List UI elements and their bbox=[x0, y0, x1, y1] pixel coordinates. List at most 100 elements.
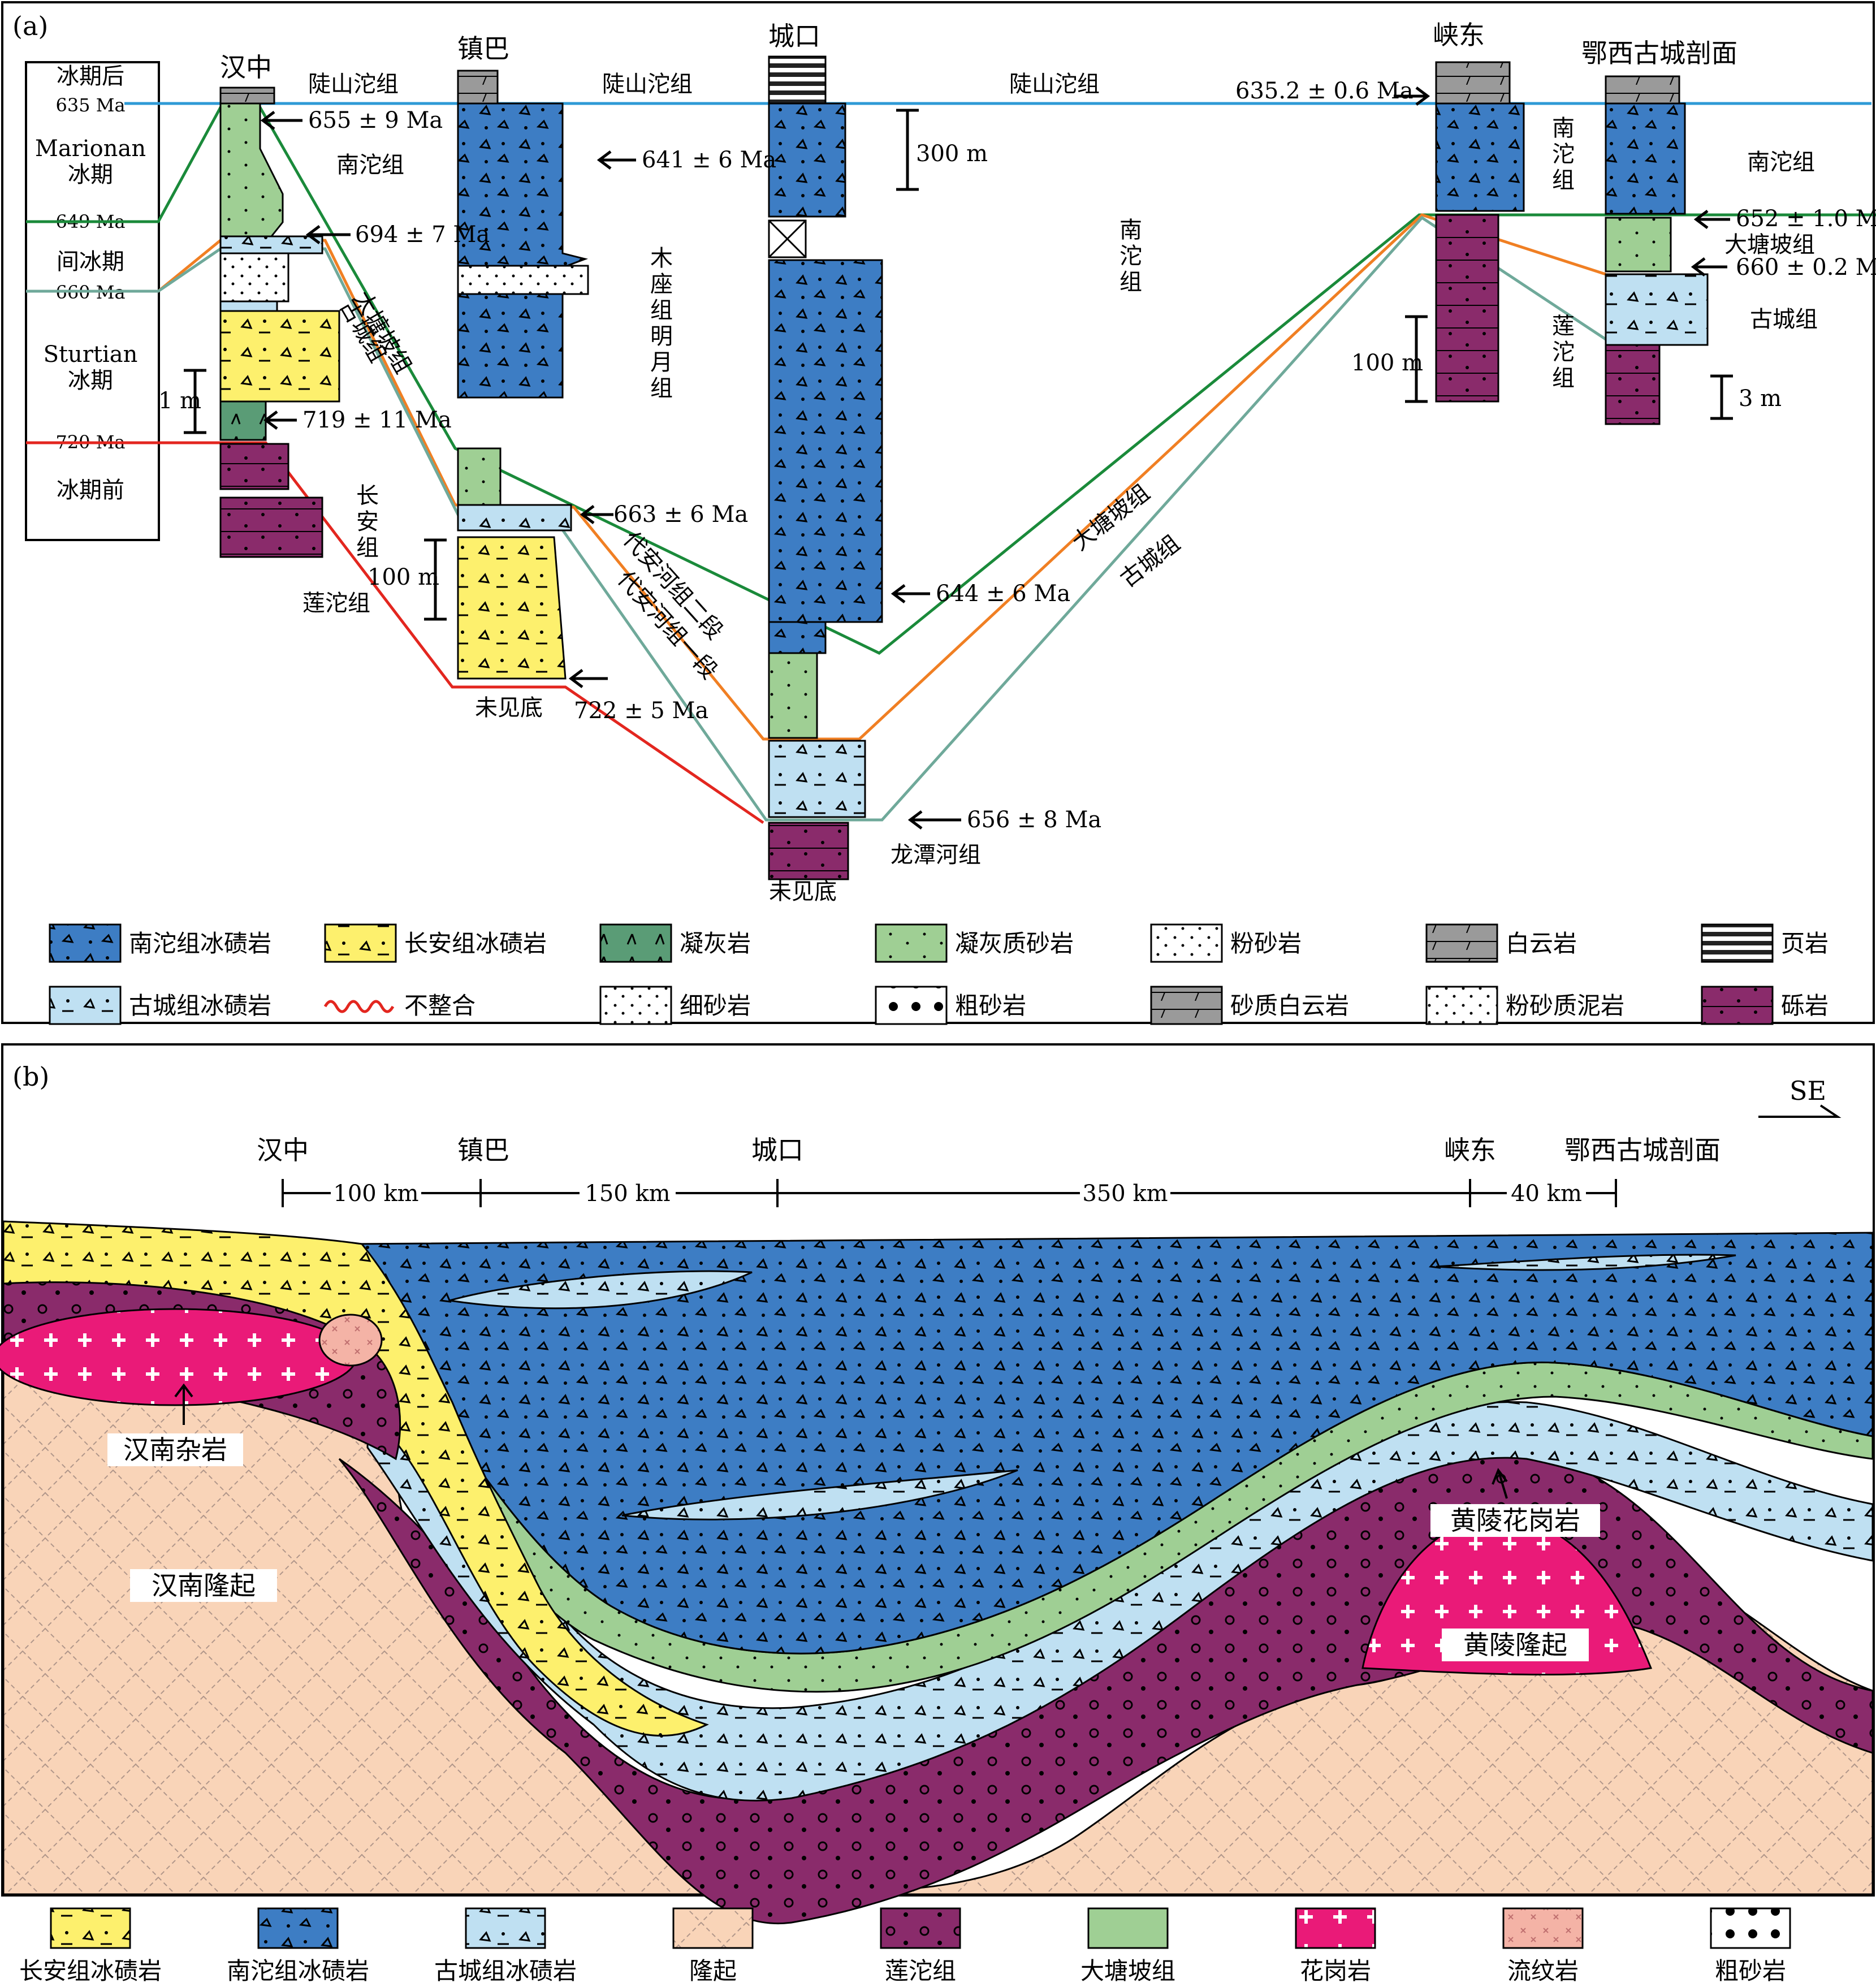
gucheng-lens-3 bbox=[1436, 1254, 1736, 1271]
ck-longtanhe bbox=[768, 822, 849, 880]
xd-doushantuo bbox=[1435, 61, 1511, 105]
arrow-694 bbox=[305, 225, 351, 244]
ck-gucheng bbox=[768, 740, 866, 818]
section-zhenba: 镇巴 bbox=[457, 33, 509, 64]
legend-b-swatch bbox=[50, 1907, 131, 1949]
ck-gap-cross bbox=[768, 219, 807, 258]
legend-b-swatch bbox=[1295, 1907, 1376, 1949]
column-xiadong bbox=[1435, 61, 1525, 403]
loc-hanzhong: 汉中 bbox=[257, 1135, 309, 1165]
label-hannan-complex: 汉南杂岩 bbox=[123, 1435, 227, 1465]
label-changan: 长安组 bbox=[356, 483, 379, 561]
nantuo-base-line bbox=[26, 106, 1876, 655]
cross-section bbox=[0, 1220, 1874, 1925]
age-652: 652 ± 1.0 Ma bbox=[1736, 206, 1876, 232]
scale-1m-bar bbox=[184, 369, 206, 434]
legend-a-item: 白云岩 bbox=[1425, 923, 1577, 963]
ck-nantuo-1 bbox=[768, 102, 846, 218]
zb-changan bbox=[457, 536, 567, 680]
zb-gucheng bbox=[457, 504, 572, 532]
column-hanzhong bbox=[219, 87, 340, 558]
legend-a-item: 凝灰质砂岩 bbox=[875, 923, 1074, 963]
xd-liantuo bbox=[1435, 214, 1499, 403]
legend-a-label: 砂质白云岩 bbox=[1230, 992, 1349, 1020]
legend-a-label: 页岩 bbox=[1781, 930, 1829, 957]
legend-b-label: 长安组冰碛岩 bbox=[19, 1957, 162, 1985]
timescale-box bbox=[25, 61, 160, 541]
loc-xiadong: 峡东 bbox=[1444, 1135, 1496, 1165]
section-hanzhong: 汉中 bbox=[220, 52, 272, 83]
legend-a-swatch bbox=[49, 986, 122, 1025]
legend-a-item: 粉砂质泥岩 bbox=[1425, 986, 1624, 1025]
legend-b-item: 莲沱组 bbox=[880, 1907, 961, 1985]
section-chengkou: 城口 bbox=[768, 21, 820, 51]
gucheng-lens-2 bbox=[621, 1469, 1018, 1521]
legend-b-swatch bbox=[672, 1907, 754, 1949]
scale-100m-b: 100 m bbox=[1351, 350, 1423, 376]
label-huangling-granite: 黄陵花岗岩 bbox=[1450, 1505, 1580, 1536]
scale-100m-a: 100 m bbox=[368, 564, 439, 590]
legend-a-swatch bbox=[1425, 986, 1498, 1025]
legend-a-swatch bbox=[1150, 923, 1223, 963]
arrow-652 bbox=[1693, 210, 1730, 229]
zb-doushantuo bbox=[457, 70, 499, 105]
scale-1m: 1 m bbox=[158, 388, 201, 414]
panel-a-label: (a) bbox=[12, 11, 48, 41]
label-datangpo-3: 大塘坡组 bbox=[1724, 232, 1815, 258]
label-doushantuo-3: 陡山沱组 bbox=[1009, 71, 1100, 97]
arrow-hannan-complex bbox=[174, 1383, 193, 1425]
legend-b-swatch bbox=[880, 1907, 961, 1949]
legend-a-item: 粉砂岩 bbox=[1150, 923, 1302, 963]
hannan-granite bbox=[0, 1308, 357, 1406]
legend-a-swatch bbox=[599, 986, 672, 1025]
zb-datangpo bbox=[457, 447, 502, 506]
ck-nantuo-3 bbox=[768, 621, 827, 654]
arrow-huangling-granite bbox=[1492, 1467, 1508, 1499]
legend-a-swatch bbox=[1425, 923, 1498, 963]
legend-b-swatch bbox=[465, 1907, 546, 1949]
legend-a-label: 古城组冰碛岩 bbox=[129, 992, 271, 1020]
legend-b-label: 大塘坡组 bbox=[1080, 1957, 1175, 1985]
rhyolite-lens bbox=[318, 1314, 383, 1367]
legend-b-label: 古城组冰碛岩 bbox=[434, 1957, 577, 1985]
legend-b-label: 花岗岩 bbox=[1300, 1957, 1371, 1985]
hz-liantuo-2 bbox=[219, 496, 323, 558]
legend-b-swatch bbox=[1502, 1907, 1584, 1949]
zb-nantuo bbox=[457, 102, 589, 399]
cross-section-labels: 汉南杂岩 汉南隆起 黄陵花岗岩 黄陵隆起 bbox=[107, 1383, 1600, 1661]
age-635: 635.2 ± 0.6 Ma bbox=[1235, 78, 1414, 104]
ex-doushantuo bbox=[1605, 75, 1680, 105]
arrow-722 bbox=[568, 669, 608, 688]
legend-a-swatch bbox=[599, 923, 672, 963]
ex-gucheng bbox=[1605, 273, 1709, 346]
dist-350: 350 km bbox=[1082, 1181, 1168, 1207]
ck-doushantuo bbox=[768, 55, 827, 105]
legend-a-item: 细砂岩 bbox=[599, 986, 751, 1025]
column-exi bbox=[1605, 75, 1709, 425]
loc-exi: 鄂西古城剖面 bbox=[1564, 1135, 1721, 1165]
legend-a: 南沱组冰碛岩长安组冰碛岩凝灰岩凝灰质砂岩粉砂岩白云岩页岩古城组冰碛岩不整合细砂岩… bbox=[49, 923, 1829, 1025]
legend-b-label: 南沱组冰碛岩 bbox=[227, 1957, 369, 1985]
label-nantuo-4: 南沱组 bbox=[1747, 149, 1815, 175]
legend-b-label: 流纹岩 bbox=[1507, 1957, 1579, 1985]
age-656: 656 ± 8 Ma bbox=[967, 807, 1101, 833]
ex-datangpo bbox=[1605, 217, 1672, 273]
hz-gucheng bbox=[219, 235, 323, 254]
hz-doushantuo bbox=[219, 87, 275, 105]
hz-tuff bbox=[219, 400, 267, 441]
age-labels: 655 ± 9 Ma 694 ± 7 Ma 719 ± 11 Ma 641 ± … bbox=[302, 78, 1876, 833]
period-interglacial: 间冰期 bbox=[57, 249, 124, 275]
hz-siltstone bbox=[219, 252, 289, 303]
scale-300m-bar bbox=[896, 109, 919, 191]
hz-liantuo bbox=[219, 443, 289, 490]
period-preglacial: 冰期前 bbox=[57, 477, 124, 503]
legend-b-item: 长安组冰碛岩 bbox=[19, 1907, 162, 1985]
legend-a-item: 页岩 bbox=[1701, 923, 1829, 963]
hz-changan bbox=[219, 310, 340, 403]
legend-b-item: 大塘坡组 bbox=[1080, 1907, 1175, 1985]
direction-se: SE bbox=[1789, 1075, 1826, 1106]
